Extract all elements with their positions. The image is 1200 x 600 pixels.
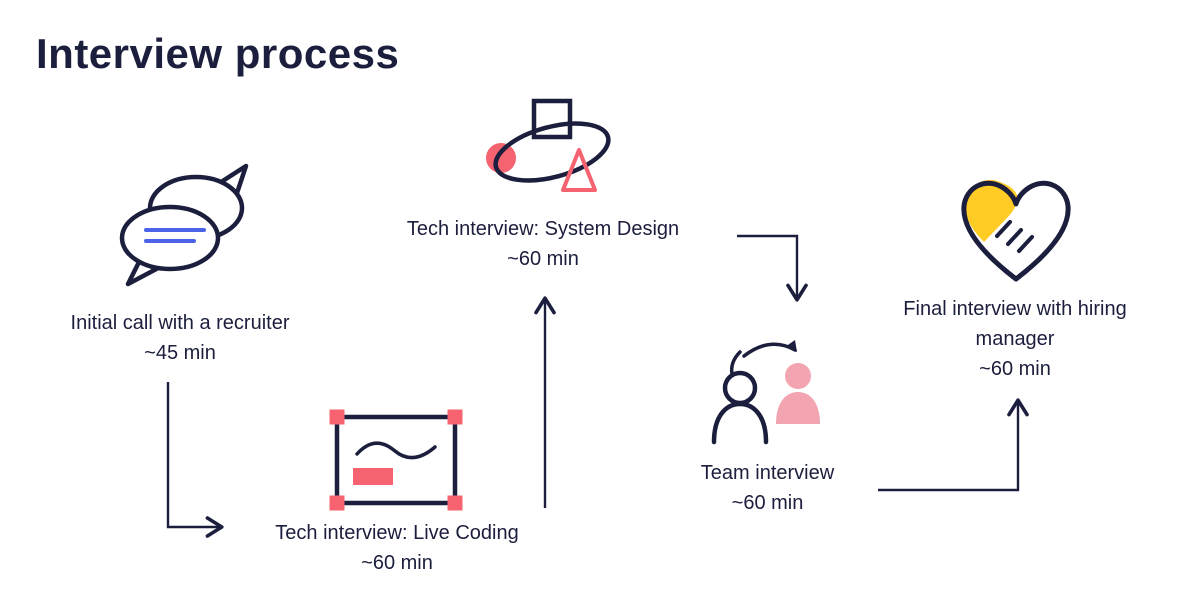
arrow-step3-to-step4 (737, 234, 808, 302)
step-label: Final interview with hiring manager (903, 298, 1127, 350)
step-duration: ~60 min (507, 248, 579, 270)
page-title: Interview process (36, 30, 400, 77)
step-recruiter-call: Initial call with a recruiter ~45 min (30, 308, 330, 368)
people-sync-icon (700, 330, 840, 452)
chat-bubbles-icon (108, 158, 258, 300)
step-duration: ~45 min (144, 342, 216, 364)
abstract-shapes-icon (478, 96, 630, 210)
step-label: Tech interview: Live Coding (275, 522, 519, 544)
step-duration: ~60 min (361, 552, 433, 574)
step-system-design: Tech interview: System Design ~60 min (388, 214, 698, 274)
step-label: Initial call with a recruiter (70, 312, 290, 334)
step-duration: ~60 min (979, 358, 1051, 380)
step-label: Team interview (700, 462, 835, 484)
whiteboard-icon (320, 402, 472, 518)
step-label: Tech interview: System Design (406, 218, 680, 240)
step-team-interview: Team interview ~60 min (645, 458, 890, 518)
step-final-interview: Final interview with hiring manager ~60 … (895, 294, 1135, 384)
step-live-coding: Tech interview: Live Coding ~60 min (242, 518, 552, 578)
arrow-step4-to-step5 (878, 398, 1029, 492)
step-duration: ~60 min (731, 492, 804, 514)
handshake-heart-icon (948, 166, 1084, 292)
arrow-step1-to-step2 (166, 382, 224, 538)
